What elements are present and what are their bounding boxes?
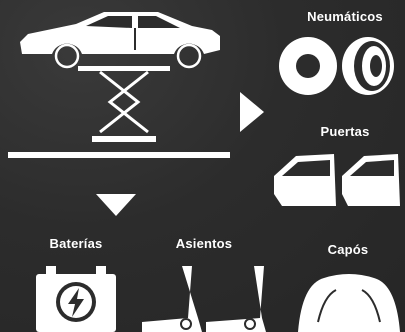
battery-icon (36, 266, 116, 332)
seats-label: Asientos (175, 236, 233, 251)
seats-icon (142, 266, 266, 332)
doors-label: Puertas (320, 124, 370, 139)
doors-icon (274, 154, 400, 206)
tires-label: Neumáticos (307, 9, 383, 24)
arrow-right-icon (240, 92, 264, 132)
tires-icon (279, 37, 394, 95)
hoods-label: Capós (327, 242, 369, 257)
batteries-label: Baterías (49, 236, 103, 251)
hood-icon (298, 274, 400, 332)
car-on-lift-icon (8, 12, 230, 158)
arrow-down-icon (96, 194, 136, 216)
